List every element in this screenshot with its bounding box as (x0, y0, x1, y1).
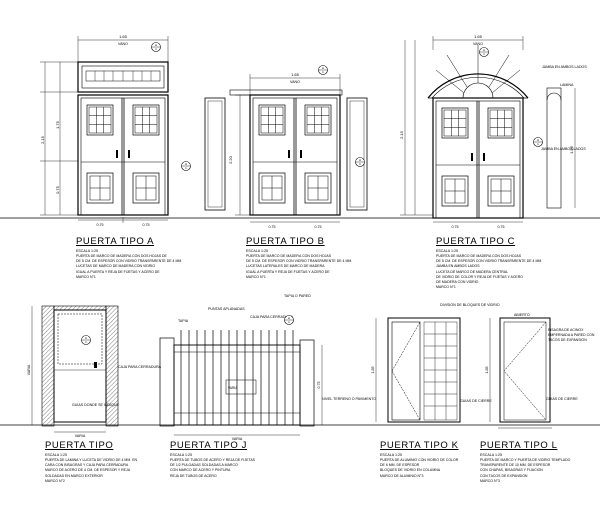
door-j-label-varia: VARIA (228, 386, 238, 390)
door-b-bottom-1: 0.75 (269, 225, 276, 229)
door-c-side: 1.96 (569, 145, 574, 154)
door-a-elevation (78, 95, 168, 215)
notes-door-l: PUERTA DE MARCO Y PUERTA DE VIDRIO TEMPL… (480, 458, 571, 483)
title-door-l: PUERTA TIPO L (480, 440, 558, 451)
door-c-vano-label: VANO (473, 42, 483, 46)
scale-door-a: ESCALA 1:25 (76, 249, 98, 253)
door-a-vano-value: 1.65 (119, 34, 128, 39)
door-l-label-abierto: ABIERTO (514, 313, 530, 317)
door-a-vano-label: VANO (118, 42, 128, 46)
door-i-tag (81, 335, 91, 345)
door-b-detail-tag (355, 157, 365, 167)
door-j-dimensions (174, 345, 323, 436)
door-a-height: 2.15 (40, 135, 45, 144)
door-j-label-puntas: PUNTAS APLANADAS (208, 307, 245, 311)
scale-door-i: ESCALA 1:25 (45, 453, 67, 457)
title-door-b: PUERTA TIPO B (246, 236, 325, 247)
door-i-label-caja: CAJA PARA CERRADURA (118, 365, 162, 369)
door-i-label-guias: GUIAS DONDE SE INDIQUE (72, 403, 120, 407)
door-k-label-division: DIVISION DE BLOQUES DE VIDRIO (440, 303, 500, 307)
door-a-part-1: 1.75 (55, 120, 60, 129)
door-k-height: 1.85 (371, 367, 375, 374)
door-b-elevation (204, 89, 368, 215)
notes-door-j: PUERTA DE TUBOS DE ACERO Y REJA DE FIJET… (170, 458, 255, 478)
title-door-c: PUERTA TIPO C (436, 236, 516, 247)
door-j-height: 0.75 (317, 382, 321, 389)
door-j-label-caja: CAJA PARA CERRADURA (250, 315, 294, 319)
title-door-j: PUERTA TIPO J (170, 440, 247, 451)
notes-door-k: PUERTA DE ALUMINIO CON VIDRIO DE COLOR D… (380, 458, 459, 478)
notes-door-i: PUERTA DE LAMINA Y LUCETA DE VIDRIO DE 4… (45, 458, 138, 483)
scale-door-b: ESCALA 1:25 (246, 249, 268, 253)
door-i-elevation (41, 305, 119, 427)
door-j-label-tapia-pared: TAPIA O PARED (284, 294, 311, 298)
door-b-bottom-2: 0.75 (315, 225, 322, 229)
door-a-bottom-1: 0.75 (97, 223, 104, 227)
door-k-elevation (387, 317, 461, 423)
door-b-vano-label: VANO (290, 80, 300, 84)
door-a-transom (77, 61, 169, 93)
door-l-label-bisagra: BISAGRA DE ACINOX EMPERNADA A PARED CON … (548, 328, 595, 343)
door-c-height: 2.15 (399, 130, 404, 139)
scale-door-l: ESCALA 1:25 (480, 453, 502, 457)
door-a-part-2: 0.75 (55, 185, 60, 194)
door-c-detail-tag (533, 137, 543, 147)
door-c-bottom-2: 0.75 (498, 225, 505, 229)
door-c-label-jamba: JAMBA EN AMBOS LADOS (542, 65, 587, 69)
title-door-a: PUERTA TIPO A (76, 236, 155, 247)
door-c-tag (479, 47, 489, 57)
door-c-bottom-1: 0.75 (452, 225, 459, 229)
door-j-label-nivel: NIVEL TERRENO O PAVIMENTO (322, 397, 376, 401)
door-a-detail-tag (181, 161, 191, 171)
door-b-tag (318, 65, 328, 75)
door-b-dimensions (235, 74, 341, 223)
door-l-label-guias: GUIAS DE CIERRE (546, 397, 578, 401)
title-door-i: PUERTA TIPO (45, 440, 114, 451)
door-j-width: VARIA (232, 437, 243, 441)
door-c-dimensions (400, 36, 576, 223)
door-a-tag (151, 42, 161, 52)
door-j-elevation (159, 330, 315, 427)
door-a-dimensions (40, 36, 169, 223)
door-j-label-tapia: TAPIA (178, 319, 189, 323)
door-b-height: 2.20 (228, 155, 233, 164)
door-k-label-guias: GUIAS DE CIERRE (460, 399, 492, 403)
door-l-elevation (498, 317, 552, 429)
door-c-vano-value: 1.65 (474, 34, 483, 39)
door-c-label-lamina: LAMINA (560, 83, 574, 87)
scale-door-j: ESCALA 1:25 (170, 453, 192, 457)
title-door-k: PUERTA TIPO K (380, 440, 459, 451)
door-b-vano-value: 1.65 (291, 72, 300, 77)
door-j-tag (284, 315, 294, 325)
door-i-height: VARIA (27, 364, 31, 375)
scale-door-c: ESCALA 1:25 (436, 249, 458, 253)
scale-door-k: ESCALA 1:25 (380, 453, 402, 457)
notes-door-a: PUERTA DE MARCO DE MADERA CON DOS HOJAS … (76, 254, 183, 279)
door-i-dimensions (31, 306, 106, 433)
notes-door-c: PUERTA DE MARCO DE MADERA CON DOS HOJAS … (436, 254, 543, 290)
door-a-bottom-2: 0.75 (143, 223, 150, 227)
door-i-width: VARIA (75, 434, 86, 438)
door-c-elevation (427, 45, 562, 218)
door-l-height: 1.85 (485, 367, 489, 374)
door-c-label-jamba-2: JAMBA EN AMBOS LADOS (541, 147, 586, 151)
notes-door-b: PUERTA DE MARCO DE MADERA CON DOS HOJAS … (246, 254, 353, 279)
